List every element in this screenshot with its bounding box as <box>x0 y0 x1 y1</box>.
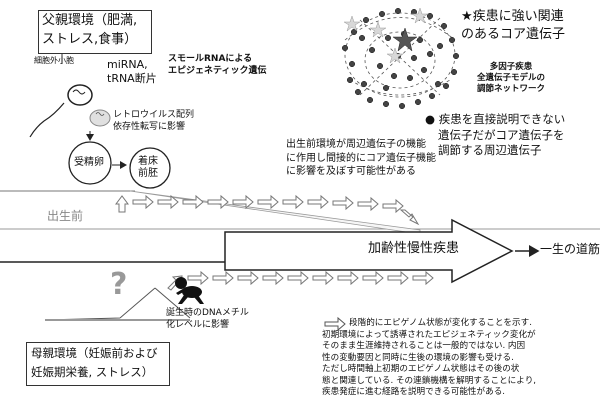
prenatal-caption-line-2: に作用し間接的にコア遺伝子機能 <box>286 152 436 164</box>
network-line-2: 全遺伝子モデルの <box>477 73 546 84</box>
fertilized-egg-circle <box>68 141 112 185</box>
core-gene-line-1: ★疾患に強い関連 <box>461 9 564 24</box>
implantation-label: 着床 前胚 <box>138 156 158 180</box>
paternal-line-1: 父親環境（肥満, <box>42 13 138 28</box>
prenatal-caption: 出生前環境が周辺遺伝子の機能 に作用し間接的にコア遺伝子機能 に影響を及ぼす可能… <box>286 138 436 179</box>
bottom-line-7: 疾患発症に進む経路を説明できる可能性がある. <box>322 387 506 398</box>
implantation-line-1: 着床 <box>138 156 158 167</box>
birth-caption: 誕生時のDNAメチル 化レベルに影響 <box>166 308 249 331</box>
bottom-line-6: 態と関連している. その連鎖機構を解明することにより, <box>322 375 537 386</box>
small-rna-label: スモールRNAによる エピジェネティック遺伝 <box>168 54 266 77</box>
implantation-line-2: 前胚 <box>138 168 158 179</box>
regulatory-network <box>341 7 460 110</box>
paternal-environment-box: 父親環境（肥満, ストレス,食事） <box>38 10 152 54</box>
network-line-3: 調節ネットワーク <box>477 84 546 95</box>
big-life-arrow <box>224 218 514 284</box>
bottom-line-2: 初期環境によって誘導されたエピジェネティック変化が <box>322 329 536 340</box>
small-rna-line-2: エピジェネティック遺伝 <box>168 65 267 76</box>
fertilized-egg-label: 受精卵 <box>74 157 104 168</box>
stepwise-arrows <box>115 194 434 291</box>
mirna-label: miRNA, tRNA断片 <box>107 58 157 86</box>
wedge-shape <box>129 190 421 235</box>
birth-line-2: 化レベルに影響 <box>166 319 230 330</box>
peripheral-line-1: ● 疾患を直接説明できない <box>425 112 566 126</box>
vesicle-icon <box>89 109 111 127</box>
sperm-icon <box>29 84 93 138</box>
bottom-line-1: 段階的にエピゲノム状態が変化することを示す. <box>349 318 532 328</box>
prenatal-caption-line-1: 出生前環境が周辺遺伝子の機能 <box>286 139 426 150</box>
mirna-line-1: miRNA, <box>107 58 148 71</box>
peripheral-line-2: 遺伝子だがコア遺伝子を <box>438 127 565 142</box>
bottom-line-5: ただし時間軸上初期のエピゲノム状態はその後の状 <box>322 364 520 375</box>
maternal-line-2: 妊娠期栄養, ストレス） <box>31 365 154 379</box>
maternal-environment-box: 母親環境（妊娠前および 妊娠期栄養, ストレス） <box>26 342 170 386</box>
birth-line-1: 誕生時のDNAメチル <box>166 308 249 318</box>
bottom-explanation: 段階的にエピゲノム状態が変化することを示す. 初期環境によって誘導されたエピジェ… <box>322 318 536 399</box>
core-gene-legend: ★疾患に強い関連 のあるコア遺伝子 <box>461 8 565 43</box>
retrovirus-label: レトロウイルス配列 依存性転写に影響 <box>113 110 194 133</box>
paternal-line-2: ストレス,食事） <box>42 32 138 47</box>
prenatal-caption-line-3: に影響を及ぼす可能性がある <box>286 166 416 177</box>
core-gene-stars <box>343 7 429 64</box>
peripheral-gene-legend: ● 疾患を直接説明できない 遺伝子だがコア遺伝子を 調節する周辺遺伝子 <box>425 112 565 159</box>
bottom-line-4: 性の変動要因と同時に生後の環境の影響も受ける. <box>322 352 514 363</box>
core-gene-line-2: のあるコア遺伝子 <box>461 26 566 42</box>
implantation-circle <box>129 147 171 189</box>
retrovirus-line-2: 依存性転写に影響 <box>113 121 186 132</box>
extracellular-vesicle-label: 細胞外小胞 <box>34 56 74 65</box>
question-mark: ? <box>110 267 128 302</box>
prenatal-label: 出生前 <box>47 209 84 223</box>
baby-icon <box>175 277 204 304</box>
network-label: 多因子疾患 全遺伝子モデルの 調節ネットワーク <box>477 62 545 95</box>
small-rna-line-1: スモールRNAによる <box>168 54 253 64</box>
network-line-1: 多因子疾患 <box>489 62 533 72</box>
peripheral-line-3: 調節する周辺遺伝子 <box>438 143 542 158</box>
maternal-line-1: 母親環境（妊娠前および <box>31 346 158 360</box>
disease-label: 加齢性慢性疾患 <box>368 241 460 256</box>
bottom-line-3: そのまま生涯維持されることは一般的ではない. 内因 <box>322 341 526 352</box>
life-path-label: 一生の道筋 <box>540 242 600 256</box>
mirna-line-2: tRNA断片 <box>107 71 157 85</box>
legend-arrow-icon <box>324 316 346 332</box>
retrovirus-line-1: レトロウイルス配列 <box>113 110 195 120</box>
